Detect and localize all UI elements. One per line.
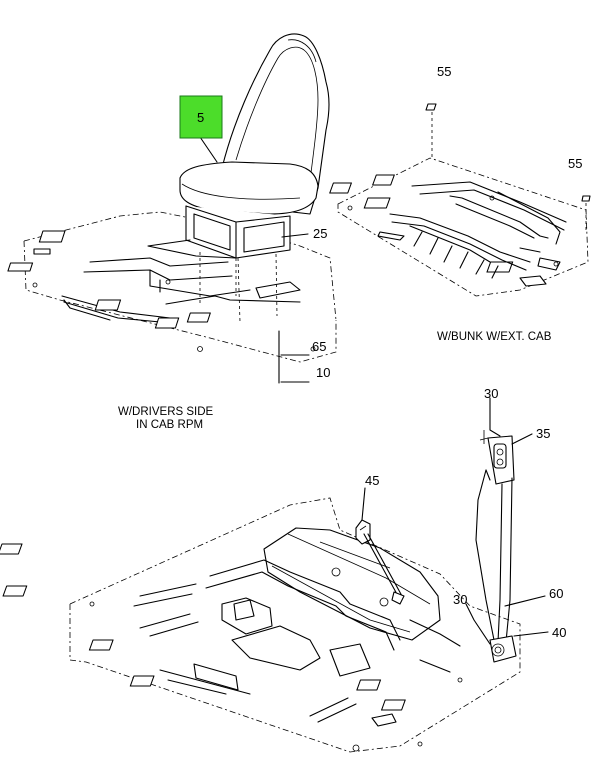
caption-drivers-line2: IN CAB RPM [136, 419, 203, 431]
highlight-box-5[interactable] [179, 95, 223, 139]
buckle-assembly [355, 487, 405, 605]
caption-drivers-line1: W/DRIVERS SIDE [118, 406, 214, 418]
callout-35[interactable]: 35 [536, 426, 550, 441]
leader-35 [511, 433, 533, 445]
callout-30-bottom[interactable]: 30 [453, 592, 467, 607]
callout-25[interactable]: 25 [313, 226, 327, 241]
seat-assembly [147, 33, 330, 323]
callout-60[interactable]: 60 [549, 586, 563, 601]
callout-45[interactable]: 45 [365, 473, 379, 488]
leader-40 [513, 631, 549, 637]
callout-40[interactable]: 40 [552, 625, 566, 640]
leader-30-top [489, 397, 501, 437]
callout-10[interactable]: 10 [316, 365, 330, 380]
leader-25 [281, 233, 309, 238]
leader-30-bottom [465, 603, 491, 645]
belt-assembly [475, 430, 517, 663]
leader-60 [504, 595, 546, 607]
callout-30-top[interactable]: 30 [484, 386, 498, 401]
seat-floor-panel [7, 211, 337, 363]
main-floor-panel [0, 497, 521, 753]
callout-55-b[interactable]: 55 [568, 156, 582, 171]
leader-5 [199, 136, 218, 163]
bunk-floor-panel [329, 103, 591, 297]
callout-55-a[interactable]: 55 [437, 64, 451, 79]
caption-bunk: W/BUNK W/EXT. CAB [437, 331, 552, 343]
callout-5[interactable]: 5 [197, 110, 204, 125]
callout-65[interactable]: 65 [312, 339, 326, 354]
